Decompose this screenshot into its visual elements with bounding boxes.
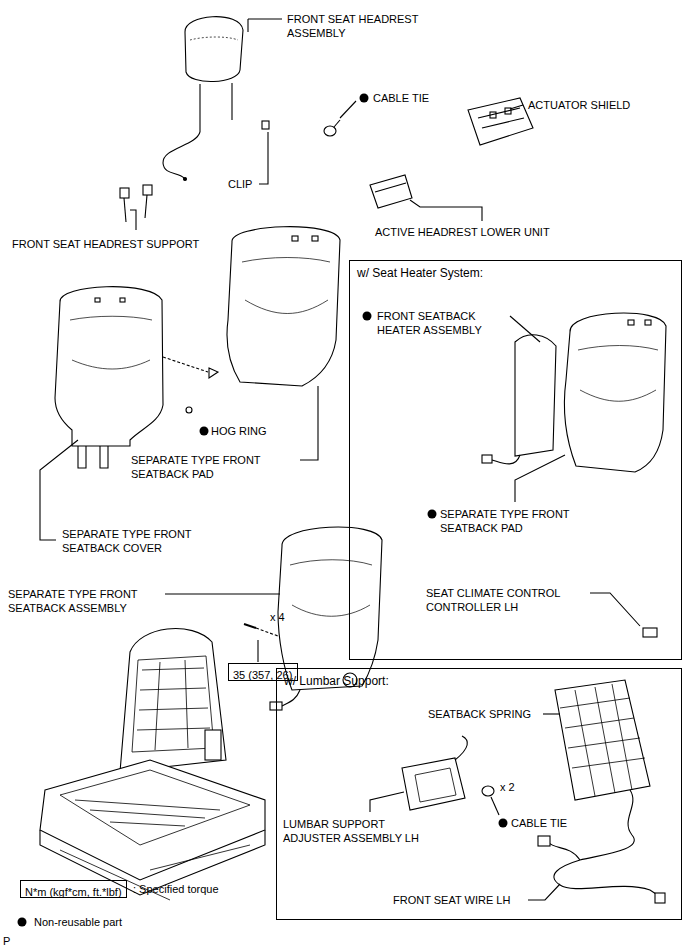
part-name: SEAT CLIMATE CONTROL CONTROLLER LH [426,586,576,614]
non-reusable-marks [18,94,508,927]
seat-frame-drawing [40,629,265,900]
legend-text: Non-reusable part [34,915,122,929]
lumbar-drawing [370,680,665,903]
box-text: w/ Seat Heater System: [357,266,674,281]
part-name: FRONT SEAT HEADREST SUPPORT [12,237,199,251]
part-name: SEPARATE TYPE FRONT SEATBACK COVER [62,527,222,555]
quantity-note: x 2 [500,780,515,794]
legend-text: : Specified torque [133,882,219,896]
part-name: ACTUATOR SHIELD [528,98,630,112]
part-name: HOG RING [211,424,267,438]
part-name: SEPARATE TYPE FRONT SEATBACK PAD [440,507,600,535]
part-name: SEPARATE TYPE FRONT SEATBACK PAD [131,453,291,481]
headrest-support-drawing [120,185,152,230]
legend-torque-box: N*m (kgf*cm, ft.*lbf) [20,880,127,898]
part-name: FRONT SEAT WIRE LH [393,893,510,907]
part-name: FRONT SEAT HEADREST ASSEMBLY [287,12,437,40]
box-text: 35 (357, 26) [233,668,292,682]
box-text: N*m (kgf*cm, ft.*lbf) [25,885,122,899]
part-name: CLIP [228,177,252,191]
lower-unit-drawing [370,175,482,221]
headrest-drawing [163,17,282,181]
part-name: LUMBAR SUPPORT ADJUSTER ASSEMBLY LH [283,817,438,845]
clip-drawing [259,121,269,184]
part-name: FRONT SEATBACK HEATER ASSEMBLY [377,309,497,337]
seatback-pad-drawing [227,227,340,460]
part-name: SEATBACK SPRING [428,707,531,721]
part-name: CABLE TIE [373,91,429,105]
seatback-cover-drawing [40,287,218,540]
torque-box: 35 (357, 26) [228,663,298,681]
option-region: w/ Lumbar Support: [276,668,682,920]
part-name: ACTIVE HEADREST LOWER UNIT [375,225,550,239]
box-text: w/ Lumbar Support: [284,674,674,689]
actuator-shield-drawing [468,98,533,145]
figure-code: P [3,934,10,948]
part-name: CABLE TIE [511,816,567,830]
cable-tie-drawing [324,101,356,136]
quantity-note: x 4 [270,610,285,624]
part-name: SEPARATE TYPE FRONT SEATBACK ASSEMBLY [8,587,163,615]
